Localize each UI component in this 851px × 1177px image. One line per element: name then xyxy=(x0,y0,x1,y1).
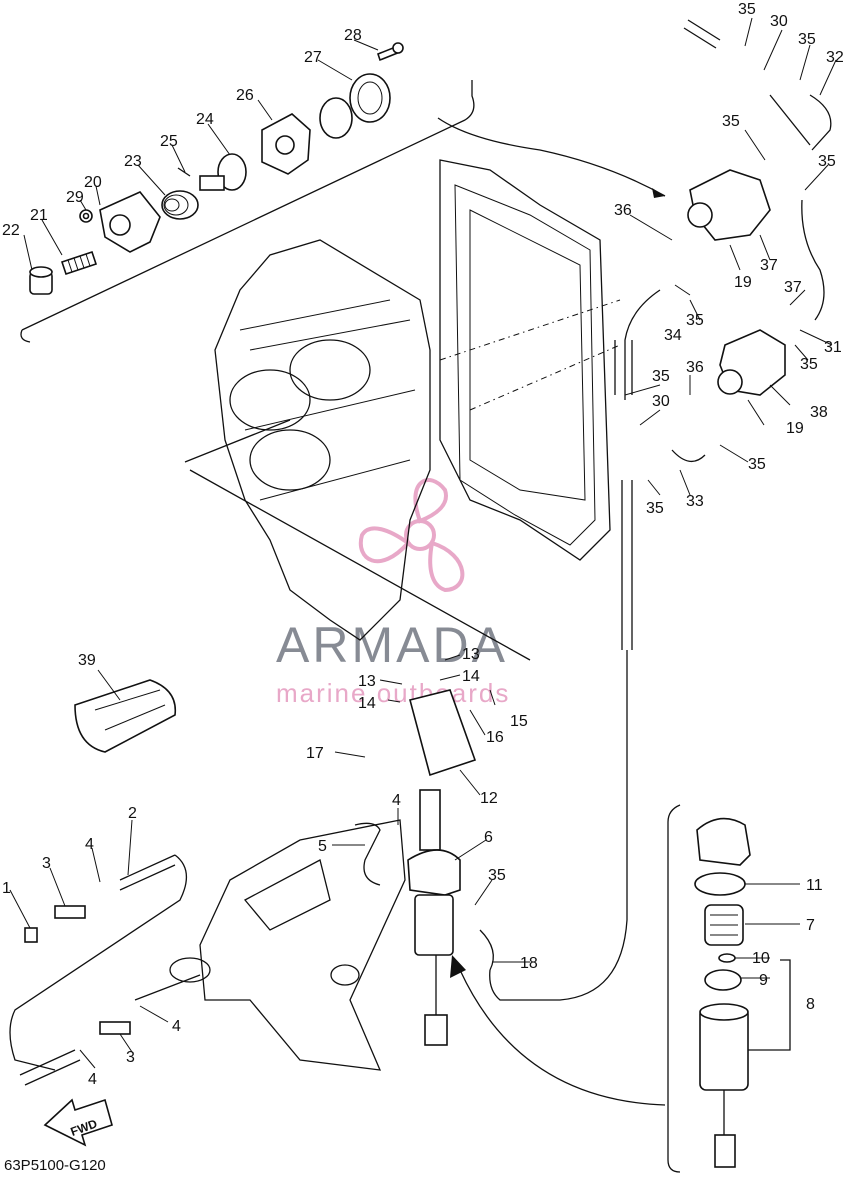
part-7 xyxy=(704,904,744,946)
callout-4: 4 xyxy=(172,1018,181,1035)
head-cover xyxy=(439,159,621,561)
watermark-propeller-icon xyxy=(358,478,465,593)
callout-6: 6 xyxy=(484,829,493,846)
callout-20: 20 xyxy=(84,174,102,191)
part-25 xyxy=(177,167,191,177)
callout-39: 39 xyxy=(78,652,96,669)
callout-30: 30 xyxy=(652,393,670,410)
fuel-pump-lower xyxy=(717,329,786,396)
callout-16: 16 xyxy=(486,729,504,746)
callout-24: 24 xyxy=(196,111,214,128)
callout-35: 35 xyxy=(738,1,756,18)
callout-21: 21 xyxy=(30,207,48,224)
filter-cap xyxy=(696,817,751,866)
diagram-code: 63P5100-G120 xyxy=(4,1157,106,1174)
callout-38: 38 xyxy=(810,404,828,421)
callout-15: 15 xyxy=(510,713,528,730)
callout-7: 7 xyxy=(806,917,815,934)
callout-27: 27 xyxy=(304,49,322,66)
callout-33: 33 xyxy=(686,493,704,510)
fuel-filter-inset xyxy=(667,804,791,1173)
leader-lines xyxy=(9,17,837,1069)
callout-35: 35 xyxy=(818,153,836,170)
callout-4: 4 xyxy=(392,792,401,809)
callout-25: 25 xyxy=(160,133,178,150)
callout-17: 17 xyxy=(306,745,324,762)
callout-35: 35 xyxy=(652,368,670,385)
callout-18: 18 xyxy=(520,955,538,972)
hoses-right xyxy=(489,19,832,1001)
callout-35: 35 xyxy=(800,356,818,373)
callouts: 1 2 3 3 4 4 4 4 5 6 7 8 9 10 11 12 13 13… xyxy=(2,1,844,1088)
callout-4: 4 xyxy=(85,836,94,853)
callout-35: 35 xyxy=(748,456,766,473)
part-8 xyxy=(699,1003,749,1168)
callout-10: 10 xyxy=(752,950,770,967)
callout-22: 22 xyxy=(2,222,20,239)
engine-block xyxy=(184,239,531,661)
callout-35: 35 xyxy=(646,500,664,517)
callout-31: 31 xyxy=(824,339,842,356)
lower-left-hoses xyxy=(9,854,201,1086)
callout-5: 5 xyxy=(318,838,327,855)
bottom-cowling xyxy=(169,819,406,1071)
part-21 xyxy=(60,250,98,276)
callout-14: 14 xyxy=(462,668,480,685)
callout-29: 29 xyxy=(66,189,84,206)
part-10 xyxy=(718,953,736,963)
watermark-brand: ARMADA xyxy=(276,617,508,673)
callout-36: 36 xyxy=(614,202,632,219)
callout-34: 34 xyxy=(664,327,682,344)
part-27 xyxy=(319,73,391,139)
callout-37: 37 xyxy=(760,257,778,274)
callout-13: 13 xyxy=(462,646,480,663)
callout-4: 4 xyxy=(88,1071,97,1088)
callout-35: 35 xyxy=(686,312,704,329)
fwd-arrow-icon: FWD xyxy=(43,1098,113,1147)
callout-3: 3 xyxy=(126,1049,135,1066)
callout-32: 32 xyxy=(826,49,844,66)
watermark: ARMADA marine outboards xyxy=(276,478,510,708)
callout-28: 28 xyxy=(344,27,362,44)
callout-35: 35 xyxy=(488,867,506,884)
callout-36: 36 xyxy=(686,359,704,376)
callout-37: 37 xyxy=(784,279,802,296)
callout-2: 2 xyxy=(128,805,137,822)
part-28 xyxy=(377,42,404,62)
callout-23: 23 xyxy=(124,153,142,170)
callout-8: 8 xyxy=(806,996,815,1013)
watermark-tagline: marine outboards xyxy=(276,678,510,708)
part-24 xyxy=(199,153,247,191)
part-23 xyxy=(161,190,199,220)
fuel-pump-upper xyxy=(687,169,771,241)
callout-12: 12 xyxy=(480,790,498,807)
part-29 xyxy=(79,209,93,223)
callout-19: 19 xyxy=(786,420,804,437)
part-22 xyxy=(29,266,53,295)
part-9 xyxy=(704,969,742,991)
thermostat-parts-box xyxy=(20,42,666,343)
part-20 xyxy=(99,191,161,253)
callout-30: 30 xyxy=(770,13,788,30)
part-39 xyxy=(74,679,177,753)
callout-26: 26 xyxy=(236,87,254,104)
return-arrow xyxy=(459,969,666,1106)
callout-9: 9 xyxy=(759,972,768,989)
part-26 xyxy=(261,113,311,175)
callout-1: 1 xyxy=(2,880,11,897)
callout-35: 35 xyxy=(722,113,740,130)
vapor-separator xyxy=(407,689,494,1046)
callout-19: 19 xyxy=(734,274,752,291)
callout-11: 11 xyxy=(806,877,823,894)
callout-13: 13 xyxy=(358,673,376,690)
callout-3: 3 xyxy=(42,855,51,872)
callout-35: 35 xyxy=(798,31,816,48)
part-11 xyxy=(694,872,746,896)
callout-14: 14 xyxy=(358,695,376,712)
